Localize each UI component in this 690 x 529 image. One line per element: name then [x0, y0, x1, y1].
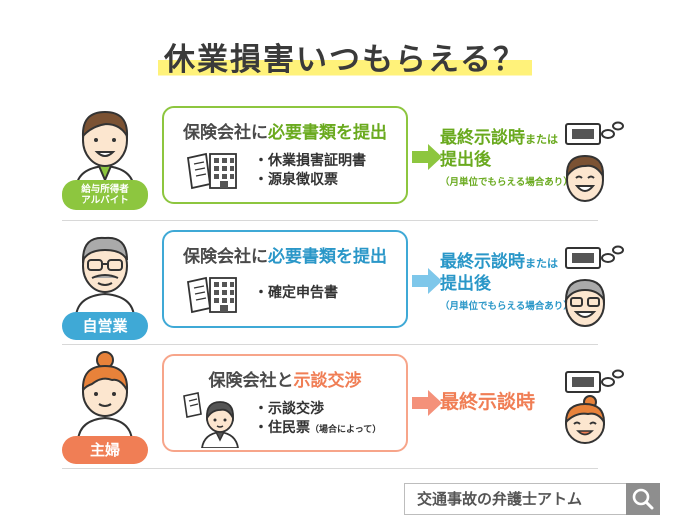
row-salaried: 給与所得者 アルバイト 保険会社に必要書類を提出 ・休業損害証明書 ・源泉徴収票…	[62, 102, 624, 220]
badge-salaried: 給与所得者 アルバイト	[62, 180, 148, 210]
document-item: ・休業損害証明書	[254, 153, 366, 169]
document-list: ・示談交渉 ・住民票（場合によって）	[254, 400, 381, 440]
result-main-1: 最終示談時	[440, 391, 536, 413]
result-or: または	[525, 257, 558, 270]
box-title-prefix: 保険会社に	[183, 123, 268, 143]
title-wrap: 休業損害いつもらえる？	[0, 34, 690, 79]
badge-line-2: アルバイト	[81, 195, 129, 206]
result-or: または	[525, 133, 558, 146]
search-icon	[632, 488, 654, 510]
document-item: ・源泉徴収票	[254, 172, 338, 188]
happy-old-man-icon	[564, 278, 606, 327]
result-main-1: 最終示談時	[440, 128, 525, 148]
box-title-highlight: 必要書類を提出	[268, 247, 387, 267]
document-list: ・休業損害証明書 ・源泉徴収票	[254, 152, 366, 190]
arrow-right-icon	[412, 390, 442, 416]
housewife-icon	[76, 351, 134, 440]
row-divider	[62, 220, 598, 221]
self-employed-man-icon	[74, 236, 136, 316]
arrow-right-icon	[412, 268, 442, 294]
document-item: ・確定申告書	[254, 285, 338, 301]
money-icon	[565, 245, 624, 269]
requirement-box-housewife: 保険会社と示談交渉 ・示談交渉 ・住民票（場合によって）	[162, 354, 408, 452]
brand-search-box[interactable]: 交通事故の弁護士アトム	[404, 483, 660, 515]
result-note: （月単位でもらえる場合あり）	[440, 177, 573, 188]
row-divider	[62, 468, 598, 469]
box-title-highlight: 必要書類を提出	[268, 123, 387, 143]
result-main-2: 提出後	[440, 150, 491, 170]
result-note: （月単位でもらえる場合あり）	[440, 301, 573, 312]
document-building-icon	[186, 276, 237, 314]
box-title: 保険会社に必要書類を提出	[164, 118, 406, 143]
box-title: 保険会社と示談交渉	[164, 366, 406, 391]
search-text: 交通事故の弁護士アトム	[417, 490, 583, 508]
badge-self-employed: 自営業	[62, 312, 148, 340]
document-building-icon	[186, 152, 237, 190]
box-title-prefix: 保険会社と	[208, 371, 294, 391]
document-item: ・示談交渉	[254, 401, 324, 417]
document-item-note: （場合によって）	[310, 425, 382, 435]
row-self-employed: 自営業 保険会社に必要書類を提出 ・確定申告書 最終示談時または 提出後 （月単…	[62, 226, 624, 344]
person-housewife: 主婦	[62, 350, 148, 468]
badge-housewife: 主婦	[62, 436, 148, 464]
badge-line-1: 給与所得者	[81, 184, 129, 195]
person-self-employed: 自営業	[62, 226, 148, 344]
document-item: ・住民票	[254, 420, 310, 436]
happy-housewife-icon	[564, 395, 606, 444]
money-icon	[565, 369, 624, 393]
salaried-man-icon	[74, 110, 136, 188]
payment-timing-housewife: 最終示談時	[440, 392, 535, 413]
negotiation-staff-icon	[183, 392, 239, 448]
box-title-prefix: 保険会社に	[183, 247, 268, 267]
arrow-right-icon	[412, 144, 442, 170]
person-salaried: 給与所得者 アルバイト	[62, 102, 148, 220]
row-housewife: 主婦 保険会社と示談交渉 ・示談交渉 ・住民票（場合によって） 最終示談時	[62, 350, 624, 468]
document-list: ・確定申告書	[254, 284, 338, 303]
row-divider	[62, 344, 598, 345]
happy-man-icon	[565, 154, 605, 202]
money-icon	[565, 121, 624, 145]
box-title: 保険会社に必要書類を提出	[164, 242, 406, 267]
box-title-highlight: 示談交渉	[293, 371, 362, 391]
result-main-1: 最終示談時	[440, 252, 525, 272]
requirement-box-self-employed: 保険会社に必要書類を提出 ・確定申告書	[162, 230, 408, 328]
payment-timing-salaried: 最終示談時または 提出後 （月単位でもらえる場合あり）	[440, 128, 573, 188]
result-main-2: 提出後	[440, 274, 491, 294]
requirement-box-salaried: 保険会社に必要書類を提出 ・休業損害証明書 ・源泉徴収票	[162, 106, 408, 204]
page-title: 休業損害いつもらえる？	[157, 34, 533, 79]
search-button[interactable]	[626, 483, 660, 515]
payment-timing-self-employed: 最終示談時または 提出後 （月単位でもらえる場合あり）	[440, 252, 573, 312]
